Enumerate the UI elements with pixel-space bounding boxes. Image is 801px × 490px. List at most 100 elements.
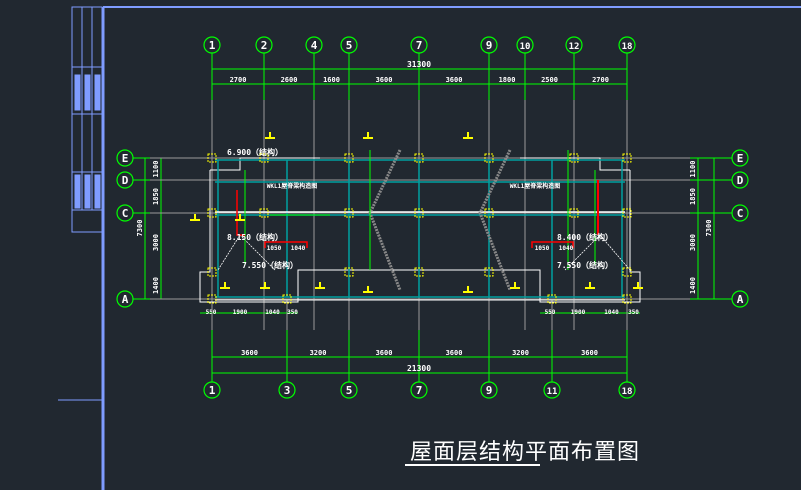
dimension-side: 1100 [152,161,160,178]
axis-label: A [737,293,744,306]
section-mark [463,286,473,293]
elevation-label: 7.550（结构） [242,260,298,270]
column [484,208,494,218]
column [207,208,217,218]
floor-plan [150,100,690,330]
dimension-top: 1800 [499,76,516,84]
dimension-total-side: 7300 [705,220,713,237]
axis-label: 9 [486,39,493,52]
axis-label: 9 [486,384,493,397]
note-label: WKL1屋脊梁构造图 [510,182,560,190]
column [207,267,217,277]
column [207,294,217,304]
section-mark [265,132,275,139]
roof-slope-line [217,234,631,271]
section-mark [220,282,230,289]
axis-label: C [737,207,744,220]
axis-label: 5 [346,39,353,52]
dimension-total-top: 31300 [407,60,431,69]
dimension-top: 2500 [541,76,558,84]
drawing-title: 屋面层结构平面布置图 [410,440,641,465]
axis-label: 5 [346,384,353,397]
axis-label: D [122,174,129,187]
wall-outline [199,157,641,303]
column [207,153,217,163]
elevation-label: 8.150（结构） [227,232,283,242]
axis-label: E [737,152,744,165]
axis-label: 11 [547,387,558,397]
red-marker [236,190,245,236]
axis-label: C [122,207,129,220]
dimension-bottom: 3600 [446,349,463,357]
section-mark [363,286,373,293]
dimension-side: 1400 [689,277,697,294]
dimension-top: 3600 [446,76,463,84]
column [484,267,494,277]
column [569,153,579,163]
axis-label: 2 [261,39,268,52]
dimension-small: 350 [628,309,639,316]
dimension-small: 350 [287,309,298,316]
dimension-top: 2600 [281,76,298,84]
dimension-side: 3000 [152,234,160,251]
axis-label: D [737,174,744,187]
section-mark [363,132,373,139]
section-mark [260,282,270,289]
axis-label: 4 [311,39,318,52]
dimension-small: 1900 [571,309,586,316]
dimension-side: 3000 [689,234,697,251]
column [344,208,354,218]
axis-label: 10 [520,42,531,52]
column [344,267,354,277]
axis-label: 1 [209,384,216,397]
dimension-top: 2700 [230,76,247,84]
section-mark [235,214,245,221]
dimension-side: 1850 [152,188,160,205]
red-dimension: 1050 [267,245,282,252]
dimension-side: 1400 [152,277,160,294]
axis-label: 7 [416,384,423,397]
title-underline [405,464,540,466]
axis-label: 1 [209,39,216,52]
dimension-top: 1600 [323,76,340,84]
column [282,294,292,304]
column [259,153,269,163]
dimension-bottom: 3600 [376,349,393,357]
dimension-bottom: 3200 [512,349,529,357]
dimension-small: 550 [545,309,556,316]
elevation-label: 8.400（结构） [557,232,613,242]
dimension-bottom: 3600 [241,349,258,357]
red-dimension: 1040 [291,245,306,252]
dimension-small: 1040 [604,309,619,316]
section-mark [190,214,200,221]
red-dimension: 1050 [535,245,550,252]
elevation-label: 6.900（结构） [227,147,283,157]
dimension-side: 1850 [689,188,697,205]
column [414,208,424,218]
axis-label: 7 [416,39,423,52]
section-mark [315,282,325,289]
dimension-bottom: 3600 [581,349,598,357]
column [622,208,632,218]
column [622,267,632,277]
column [414,267,424,277]
axis-label: E [122,152,129,165]
section-mark [585,282,595,289]
axis-label: 12 [569,42,580,52]
column [622,153,632,163]
axis-label: A [122,293,129,306]
section-mark [633,282,643,289]
column [547,294,557,304]
note-label: WKL1屋脊梁构造图 [267,182,317,190]
column [569,208,579,218]
column [622,294,632,304]
dimension-small: 1040 [265,309,280,316]
column [259,208,269,218]
column [484,153,494,163]
axis-label: 18 [622,387,633,397]
dimension-top: 3600 [376,76,393,84]
axis-label: 3 [284,384,291,397]
